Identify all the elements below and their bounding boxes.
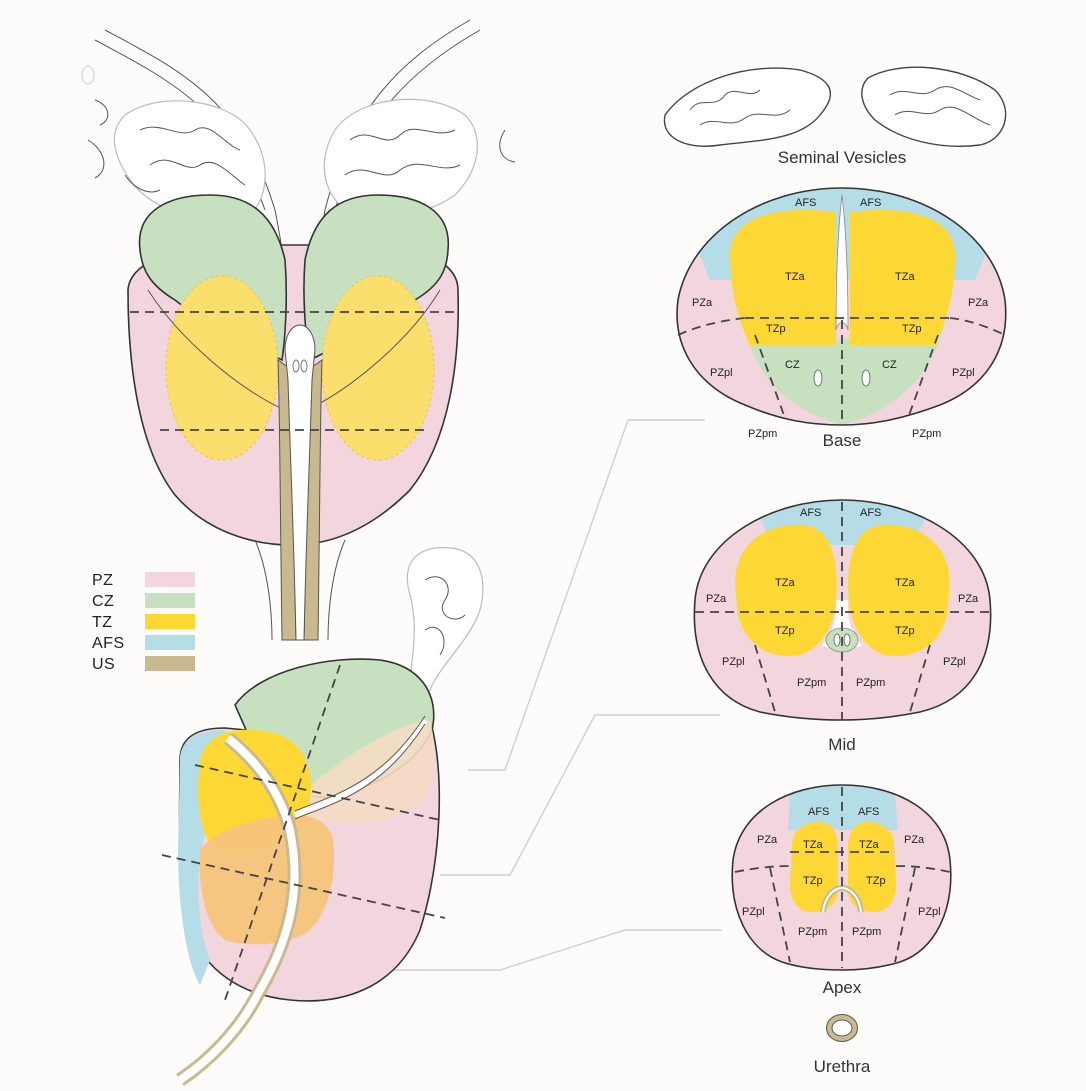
legend-label-us: US — [92, 656, 115, 673]
legend-label-tz: TZ — [92, 614, 113, 631]
urethra-cross-section: Urethra — [814, 1015, 871, 1077]
apex-tzp-right: TZp — [866, 875, 886, 887]
base-pza-left: PZa — [692, 297, 713, 309]
mid-axial-section: AFS AFS TZa TZa TZp TZp PZa PZa PZpl PZp… — [690, 495, 995, 754]
base-axial-section: AFS AFS TZa TZa TZp TZp CZ CZ PZa PZa PZ… — [670, 180, 1015, 450]
legend-label-afs: AFS — [92, 635, 125, 652]
legend-swatch-pz — [145, 572, 195, 587]
sagittal-prostate-view — [162, 548, 483, 1080]
seminal-vesicles-axial: Seminal Vesicles — [664, 67, 1005, 167]
apex-tza-left: TZa — [803, 839, 823, 851]
mid-pzpl-right: PZpl — [943, 656, 966, 668]
mid-afs-left: AFS — [800, 507, 821, 519]
apex-pza-right: PZa — [904, 834, 925, 846]
base-pzpm-right: PZpm — [912, 428, 941, 440]
seminal-vesicle-left — [664, 68, 830, 146]
apex-tza-right: TZa — [859, 839, 879, 851]
base-tzp-right: TZp — [902, 323, 922, 335]
legend: PZ CZ TZ AFS US — [92, 572, 195, 673]
base-pzpl-right: PZpl — [952, 367, 975, 379]
base-tza-right: TZa — [895, 271, 915, 283]
apex-pzpl-right: PZpl — [918, 906, 941, 918]
base-cz-right: CZ — [882, 359, 897, 371]
base-afs-right: AFS — [860, 197, 881, 209]
legend-swatch-us — [145, 656, 195, 671]
base-pza-right: PZa — [968, 297, 989, 309]
apex-afs-right: AFS — [858, 806, 879, 818]
apex-tzp-left: TZp — [803, 875, 823, 887]
apex-pzpl-left: PZpl — [742, 906, 765, 918]
apex-pzpm-right: PZpm — [852, 926, 881, 938]
base-tzp-left: TZp — [766, 323, 786, 335]
connector-base — [468, 420, 705, 770]
base-pzpl-left: PZpl — [710, 367, 733, 379]
mid-afs-right: AFS — [860, 507, 881, 519]
base-cz-left: CZ — [785, 359, 800, 371]
apex-pza-left: PZa — [757, 834, 778, 846]
mid-tza-left: TZa — [775, 577, 795, 589]
seminal-vesicle-right — [862, 67, 1006, 146]
caption-apex: Apex — [823, 978, 862, 997]
base-pzpm-left: PZpm — [748, 428, 777, 440]
coronal-tz-left — [166, 276, 278, 460]
legend-swatch-tz — [145, 614, 195, 629]
apex-afs-left: AFS — [808, 806, 829, 818]
coronal-tz-right — [322, 276, 434, 460]
mid-tzp-left: TZp — [775, 625, 795, 637]
caption-base: Base — [823, 431, 862, 450]
mid-pza-left: PZa — [706, 593, 727, 605]
mid-tza-right: TZa — [895, 577, 915, 589]
mid-pzpl-left: PZpl — [722, 656, 745, 668]
mid-pzpm-right: PZpm — [856, 677, 885, 689]
connector-mid — [440, 715, 720, 875]
sagittal-seminal-vesicle — [407, 548, 483, 696]
mid-tzp-right: TZp — [895, 625, 915, 637]
legend-swatch-cz — [145, 593, 195, 608]
base-tza-left: TZa — [785, 271, 805, 283]
legend-label-cz: CZ — [92, 593, 114, 610]
caption-mid: Mid — [828, 735, 855, 754]
apex-pzpm-left: PZpm — [798, 926, 827, 938]
mid-pzpm-left: PZpm — [797, 677, 826, 689]
legend-swatch-afs — [145, 635, 195, 650]
coronal-prostate-view — [82, 20, 515, 640]
base-afs-left: AFS — [795, 197, 816, 209]
caption-seminal-vesicles: Seminal Vesicles — [778, 148, 907, 167]
apex-axial-section: AFS AFS TZa TZa TZp TZp PZa PZa PZpl PZp… — [728, 780, 956, 997]
mid-pza-right: PZa — [958, 593, 979, 605]
caption-urethra: Urethra — [814, 1057, 871, 1076]
legend-label-pz: PZ — [92, 572, 113, 589]
